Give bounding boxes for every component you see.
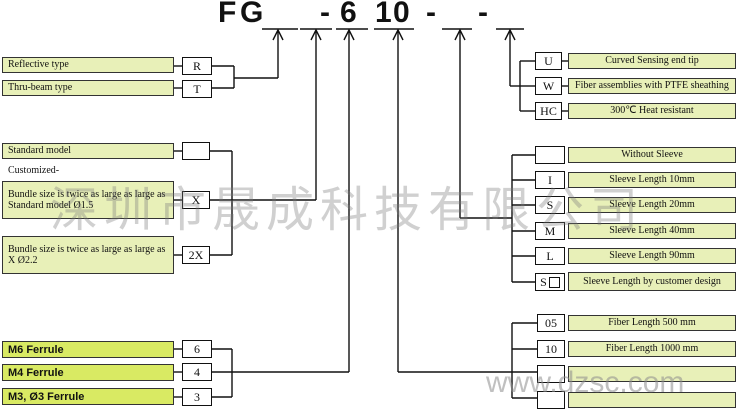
- m3-ferrule-label: M3, Ø3 Ferrule: [2, 388, 174, 405]
- c05-code-box: 05: [537, 314, 565, 332]
- watermark-url: www.dzsc.com: [486, 366, 685, 399]
- sleeve-20mm-label: Sleeve Length 20mm: [568, 197, 736, 213]
- customized-label: Customized-: [8, 165, 60, 176]
- heat-resistant-label: 300℃ Heat resistant: [568, 103, 736, 119]
- m6-code-box: 6: [182, 340, 212, 358]
- u-code-box: U: [535, 52, 562, 70]
- title-char-g: G: [240, 0, 265, 29]
- title-char-6: 6: [340, 0, 358, 29]
- m4-code-box: 4: [182, 363, 212, 381]
- m4-ferrule-label: M4 Ferrule: [2, 364, 174, 381]
- c10-code-box: 10: [537, 340, 565, 358]
- custom-square-icon: [548, 276, 560, 288]
- m-code-box: M: [535, 222, 565, 240]
- standard-code-box: [182, 142, 210, 160]
- w-code-box: W: [535, 77, 562, 95]
- s-custom-code-letter: S: [540, 275, 547, 289]
- l-code-box: L: [535, 247, 565, 265]
- s-custom-code-box: S: [535, 273, 565, 291]
- reflective-code-box: R: [182, 57, 212, 75]
- ptfe-sheathing-label: Fiber assemblies with PTFE sheathing: [568, 78, 736, 94]
- watermark-chinese: 深圳市晟成科技有限公司: [50, 182, 645, 238]
- m6-ferrule-label: M6 Ferrule: [2, 341, 174, 358]
- sleeve-40mm-label: Sleeve Length 40mm: [568, 223, 736, 239]
- bundle-2x-code-box: 2X: [182, 246, 210, 264]
- curved-tip-label: Curved Sensing end tip: [568, 53, 736, 69]
- title-dash-2: -: [426, 0, 437, 29]
- title-dash-1: -: [320, 0, 331, 29]
- s-code-box: S: [535, 196, 565, 214]
- without-sleeve-code-box: [535, 146, 565, 164]
- title-char-f: F: [218, 0, 238, 29]
- hc-code-box: HC: [535, 102, 562, 120]
- bundle-size-2x-label: Bundle size is twice as large as large a…: [2, 236, 174, 274]
- sleeve-custom-label: Sleeve Length by customer design: [568, 272, 736, 291]
- sleeve-90mm-label: Sleeve Length 90mm: [568, 248, 736, 264]
- c-extra-code-box-1: [537, 365, 565, 383]
- title-dash-3: -: [478, 0, 489, 29]
- bundle-size-x-label: Bundle size is twice as large as large a…: [2, 181, 174, 219]
- standard-model-label: Standard model: [2, 143, 174, 159]
- fiber-500mm-label: Fiber Length 500 mm: [568, 315, 736, 331]
- fiber-1000mm-label: Fiber Length 1000 mm: [568, 341, 736, 357]
- bundle-x-code-box: X: [182, 191, 210, 209]
- reflective-type-label: Reflective type: [2, 57, 174, 73]
- thru-beam-code-box: T: [182, 80, 212, 98]
- i-code-box: I: [535, 171, 565, 189]
- title-char-0: 0: [393, 0, 411, 29]
- without-sleeve-label: Without Sleeve: [568, 147, 736, 163]
- thru-beam-type-label: Thru-beam type: [2, 80, 174, 96]
- sleeve-10mm-label: Sleeve Length 10mm: [568, 172, 736, 188]
- fiber-extra-label-1: [568, 366, 736, 382]
- title-char-1: 1: [375, 0, 393, 29]
- m3-code-box: 3: [182, 388, 212, 406]
